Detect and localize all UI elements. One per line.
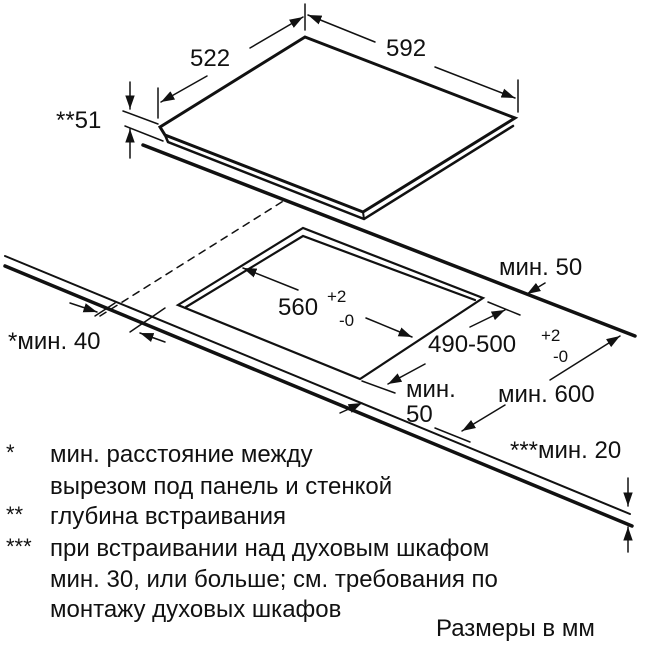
worktop-depth-min-label: мин. 600 xyxy=(498,381,595,408)
hob-depth-label: 522 xyxy=(190,45,231,72)
footnote-3-line-1: при встраивании над духовым шкафом xyxy=(50,535,490,562)
cutout-width-label: 560 xyxy=(278,294,319,321)
cutout-depth-tol-minus: -0 xyxy=(553,347,569,366)
units-label: Размеры в мм xyxy=(436,615,595,642)
worktop-back-edge xyxy=(141,143,637,338)
install-depth-label: **51 xyxy=(56,107,102,134)
footnote-1-line-2: вырезом под панель и стенкой xyxy=(50,473,393,500)
cutout-dimension-lines xyxy=(69,267,633,553)
front-min-label-line1: мин. xyxy=(406,376,456,403)
front-min-label-line2: 50 xyxy=(406,401,433,428)
footnote-2-mark: ** xyxy=(6,502,24,527)
worktop-front-edge xyxy=(3,255,634,528)
projection-line-dashed xyxy=(99,199,286,317)
hob-dimension-lines xyxy=(122,3,519,159)
footnote-1-mark: * xyxy=(6,440,15,465)
hob-panel xyxy=(157,35,519,221)
footnote-2-line-1: глубина встраивания xyxy=(50,503,286,530)
cutout-depth-tol-plus: +2 xyxy=(541,326,561,345)
cutout-depth-label: 490-500 xyxy=(428,331,517,358)
cutout-width-tol-minus: -0 xyxy=(339,311,355,330)
hob-width-label: 592 xyxy=(386,35,427,62)
cutout-outline xyxy=(175,226,486,381)
footnote-1-line-1: мин. расстояние между xyxy=(50,441,313,468)
back-min-label: мин. 50 xyxy=(499,254,583,281)
cutout-width-tol-plus: +2 xyxy=(327,287,347,306)
side-min-label: *мин. 40 xyxy=(8,328,101,355)
worktop-thickness-min-label: ***мин. 20 xyxy=(510,437,622,464)
footnote-3-line-2: мин. 30, или больше; см. требования по xyxy=(50,566,498,593)
footnote-3-line-3: монтажу духовых шкафов xyxy=(50,596,342,623)
footnote-3-mark: *** xyxy=(6,534,32,559)
